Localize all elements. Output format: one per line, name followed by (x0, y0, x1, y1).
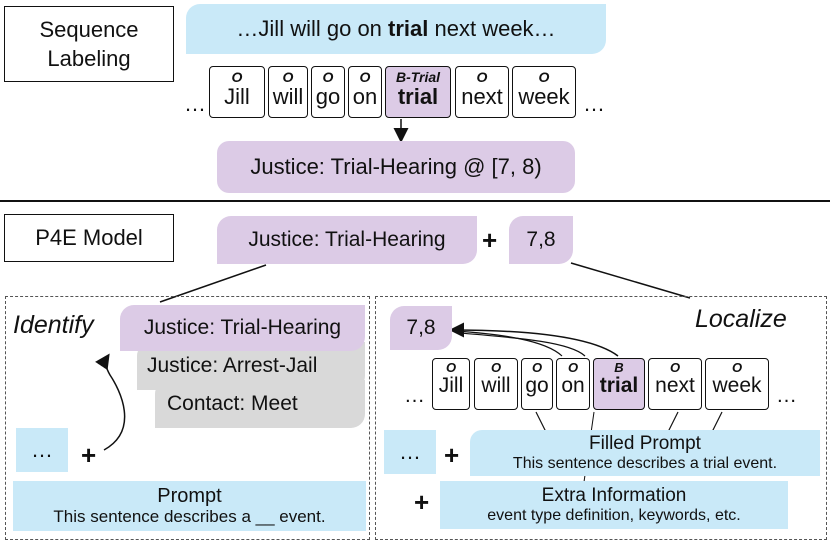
filled-prompt-text: This sentence describes a trial event. (512, 455, 778, 472)
top-right-dots: … (583, 91, 605, 116)
arrow-tokens-to-span-1 (449, 322, 619, 357)
connector-filled-week (711, 411, 723, 433)
connector-filled-go (535, 411, 547, 433)
p4e-model-label: P4E Model (4, 214, 174, 262)
identify-title: Identify (13, 311, 94, 339)
connector-identify (159, 264, 267, 303)
extra-information-title: Extra Information (541, 485, 687, 506)
filled-prompt-title: Filled Prompt (589, 433, 701, 454)
identify-plus: + (81, 440, 97, 470)
sequence-labeling-title: Sequence Labeling (39, 17, 139, 71)
localize-title: Localize (695, 305, 787, 333)
identify-panel (5, 296, 370, 540)
p4e-plus: + (482, 225, 498, 255)
localize-span: 7,8 (390, 306, 452, 350)
p4e-span: 7,8 (509, 216, 573, 264)
input-sentence: …Jill will go on trial next week… (186, 4, 606, 54)
localize-panel (375, 296, 827, 540)
extra-information-text: event type definition, keywords, etc. (487, 507, 741, 524)
sentence-prefix: …Jill will go on (236, 16, 389, 41)
sentence-suffix: next week… (428, 16, 556, 41)
top-left-dots: … (184, 91, 206, 116)
prompt-text: This sentence describes a __ event. (53, 507, 326, 526)
localize-left-dots: … (404, 384, 425, 407)
candidate-trial-hearing: Justice: Trial-Hearing (120, 305, 365, 351)
prompt-title: Prompt (157, 485, 222, 507)
p4e-event-type: Justice: Trial-Hearing (217, 216, 477, 264)
localize-plus-1: + (444, 440, 460, 470)
localize-right-dots: … (776, 384, 797, 407)
localize-plus-2: + (414, 487, 430, 517)
extra-information-box: Extra Information event type definition,… (440, 481, 788, 529)
arrow-prompt-to-candidates (95, 353, 126, 451)
filled-prompt-box: Filled Prompt This sentence describes a … (470, 430, 820, 476)
localize-ellipsis-box: … (384, 430, 436, 474)
connector-localize (570, 262, 691, 299)
sequence-output: Justice: Trial-Hearing @ [7, 8) (217, 141, 575, 193)
sequence-labeling-label: Sequence Labeling (4, 6, 174, 82)
arrow-tokens-to-span-3 (459, 332, 586, 357)
p4e-model-title: P4E Model (35, 225, 143, 250)
identify-ellipsis-box: … (16, 428, 68, 472)
connector-filled-next (667, 411, 679, 433)
prompt-box: Prompt This sentence describes a __ even… (13, 481, 366, 531)
sentence-trigger: trial (388, 16, 429, 41)
